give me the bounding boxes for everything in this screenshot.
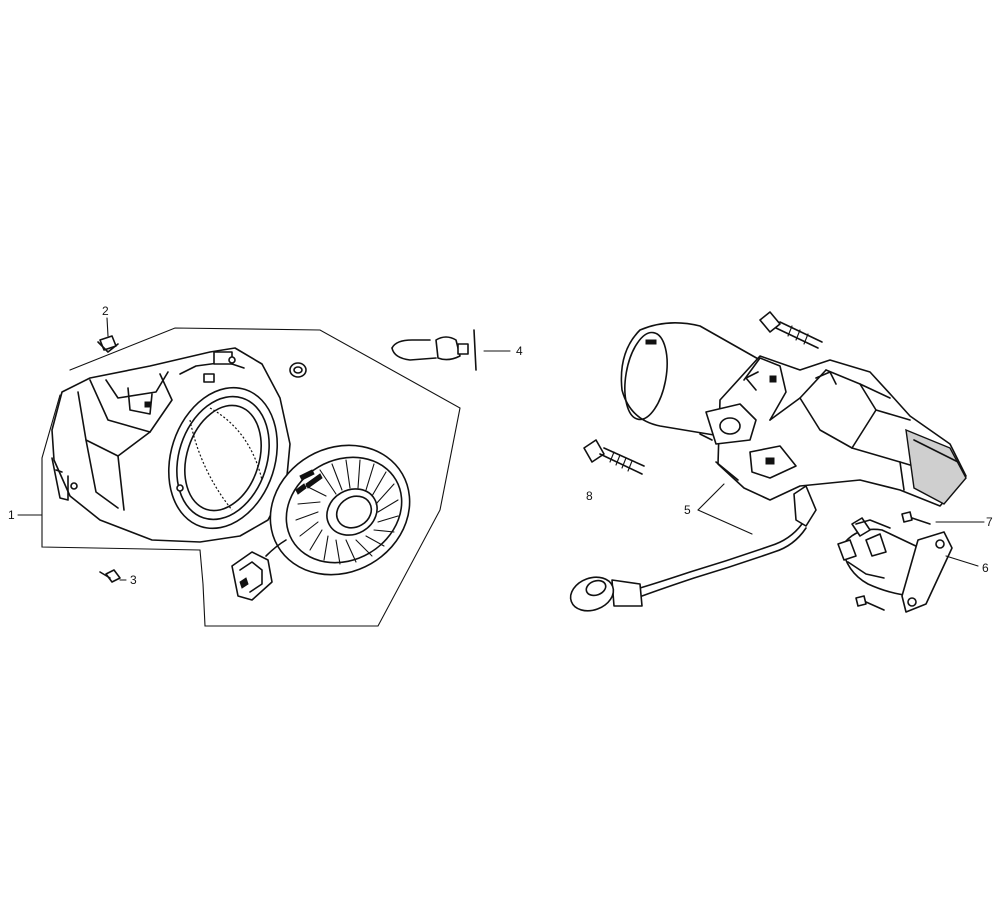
- nut-part: [289, 362, 307, 378]
- starter-cable: [569, 485, 817, 612]
- callout-6: 6: [982, 561, 989, 575]
- callout-7: 7: [986, 515, 993, 529]
- blower-housing-shroud: [51, 347, 291, 543]
- fastener-part-2: [97, 317, 119, 353]
- solenoid-part-6: [837, 517, 953, 613]
- leaders-left: [17, 514, 127, 581]
- callout-3: 3: [130, 573, 137, 587]
- leaders-right: [697, 483, 985, 567]
- callout-1: 1: [8, 508, 15, 522]
- screw-part-3: [99, 569, 121, 583]
- screw-lower: [855, 595, 885, 611]
- starter-motor: [620, 322, 967, 507]
- recoil-starter: [231, 444, 411, 601]
- screw-part-7: [901, 511, 931, 525]
- callout-2: 2: [102, 304, 109, 318]
- assembly-group-outline: [41, 327, 461, 627]
- callout-5: 5: [684, 503, 691, 517]
- bolt-upper: [759, 311, 823, 349]
- bolt-part-8: [583, 439, 645, 475]
- callout-4: 4: [516, 344, 523, 358]
- callout-8: 8: [586, 489, 593, 503]
- clip-part-4: [391, 329, 511, 371]
